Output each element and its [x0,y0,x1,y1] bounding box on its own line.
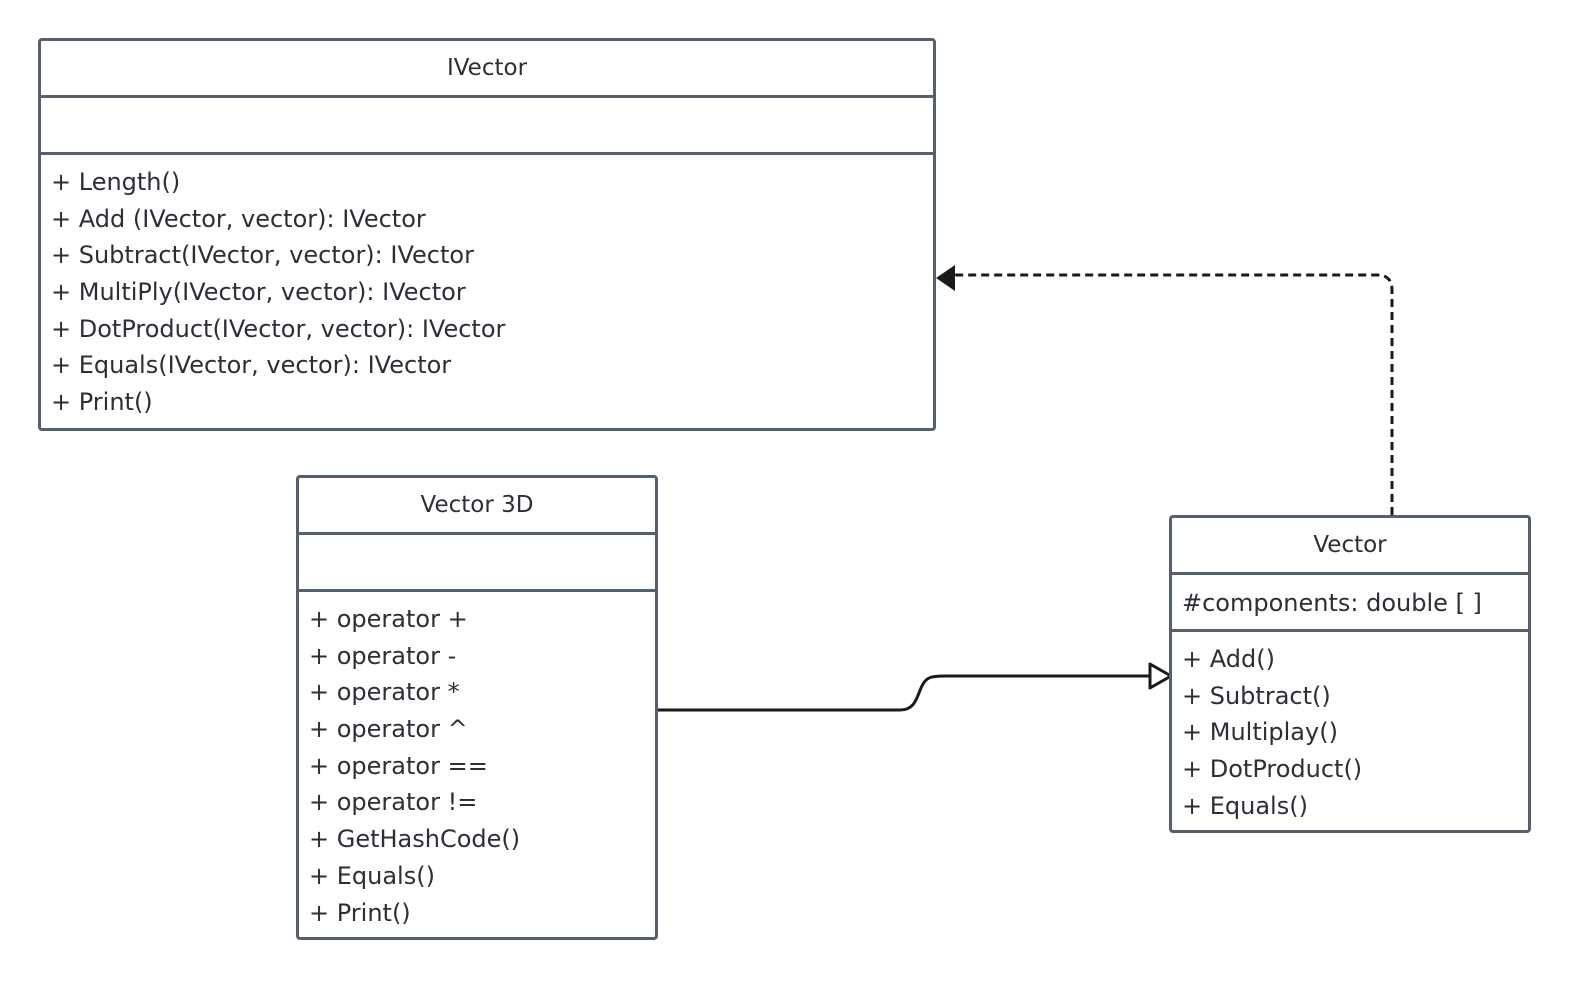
method-operator-not-equal: + operator != [309,788,478,817]
method-multiplay: + Multiplay() [1182,718,1338,747]
method-dotproduct: + DotProduct(IVector, vector): IVector [51,314,506,343]
class-ivector[interactable]: IVector + Length() + Add (IVector, vecto… [38,38,936,431]
method-equals: + Equals(IVector, vector): IVector [51,351,452,380]
method-operator-plus: + operator + [309,605,468,633]
class-vector3d[interactable]: Vector 3D + operator + + operator - + op… [296,475,658,940]
method-length: + Length() [51,168,181,196]
method-print: + Print() [309,898,411,927]
methods-compartment: + operator + + operator - + operator * +… [299,592,655,931]
method-subtract: + Subtract(IVector, vector): IVector [51,241,474,270]
class-name: Vector [1172,518,1528,575]
class-name: IVector [41,41,933,98]
class-vector[interactable]: Vector #components: double [ ] + Add() +… [1169,515,1531,833]
realization-arrowhead [936,265,955,291]
method-add: + Add() [1182,645,1275,673]
method-add: + Add (IVector, vector): IVector [51,204,426,233]
generalization-connector[interactable] [658,674,1150,712]
method-equals: + Equals() [1182,791,1308,820]
method-operator-multiply: + operator * [309,678,460,707]
attributes-compartment [299,535,655,592]
method-gethashcode: + GetHashCode() [309,825,521,854]
method-print: + Print() [51,388,153,417]
method-multiply: + MultiPly(IVector, vector): IVector [51,278,466,307]
method-operator-caret: + operator ^ [309,715,468,744]
method-dotproduct: + DotProduct() [1182,755,1363,784]
class-name: Vector 3D [299,478,655,535]
methods-compartment: + Add() + Subtract() + Multiplay() + Dot… [1172,632,1528,824]
method-operator-minus: + operator - [309,641,457,670]
methods-compartment: + Length() + Add (IVector, vector): IVec… [41,155,933,421]
attributes-compartment [41,98,933,155]
method-equals: + Equals() [309,861,435,890]
realization-connector[interactable] [955,273,1394,515]
method-operator-equal: + operator == [309,751,488,780]
generalization-arrowhead [1148,662,1173,690]
method-subtract: + Subtract() [1182,681,1331,710]
attributes-compartment: #components: double [ ] [1172,575,1528,632]
attribute-components: #components: double [ ] [1182,589,1482,617]
